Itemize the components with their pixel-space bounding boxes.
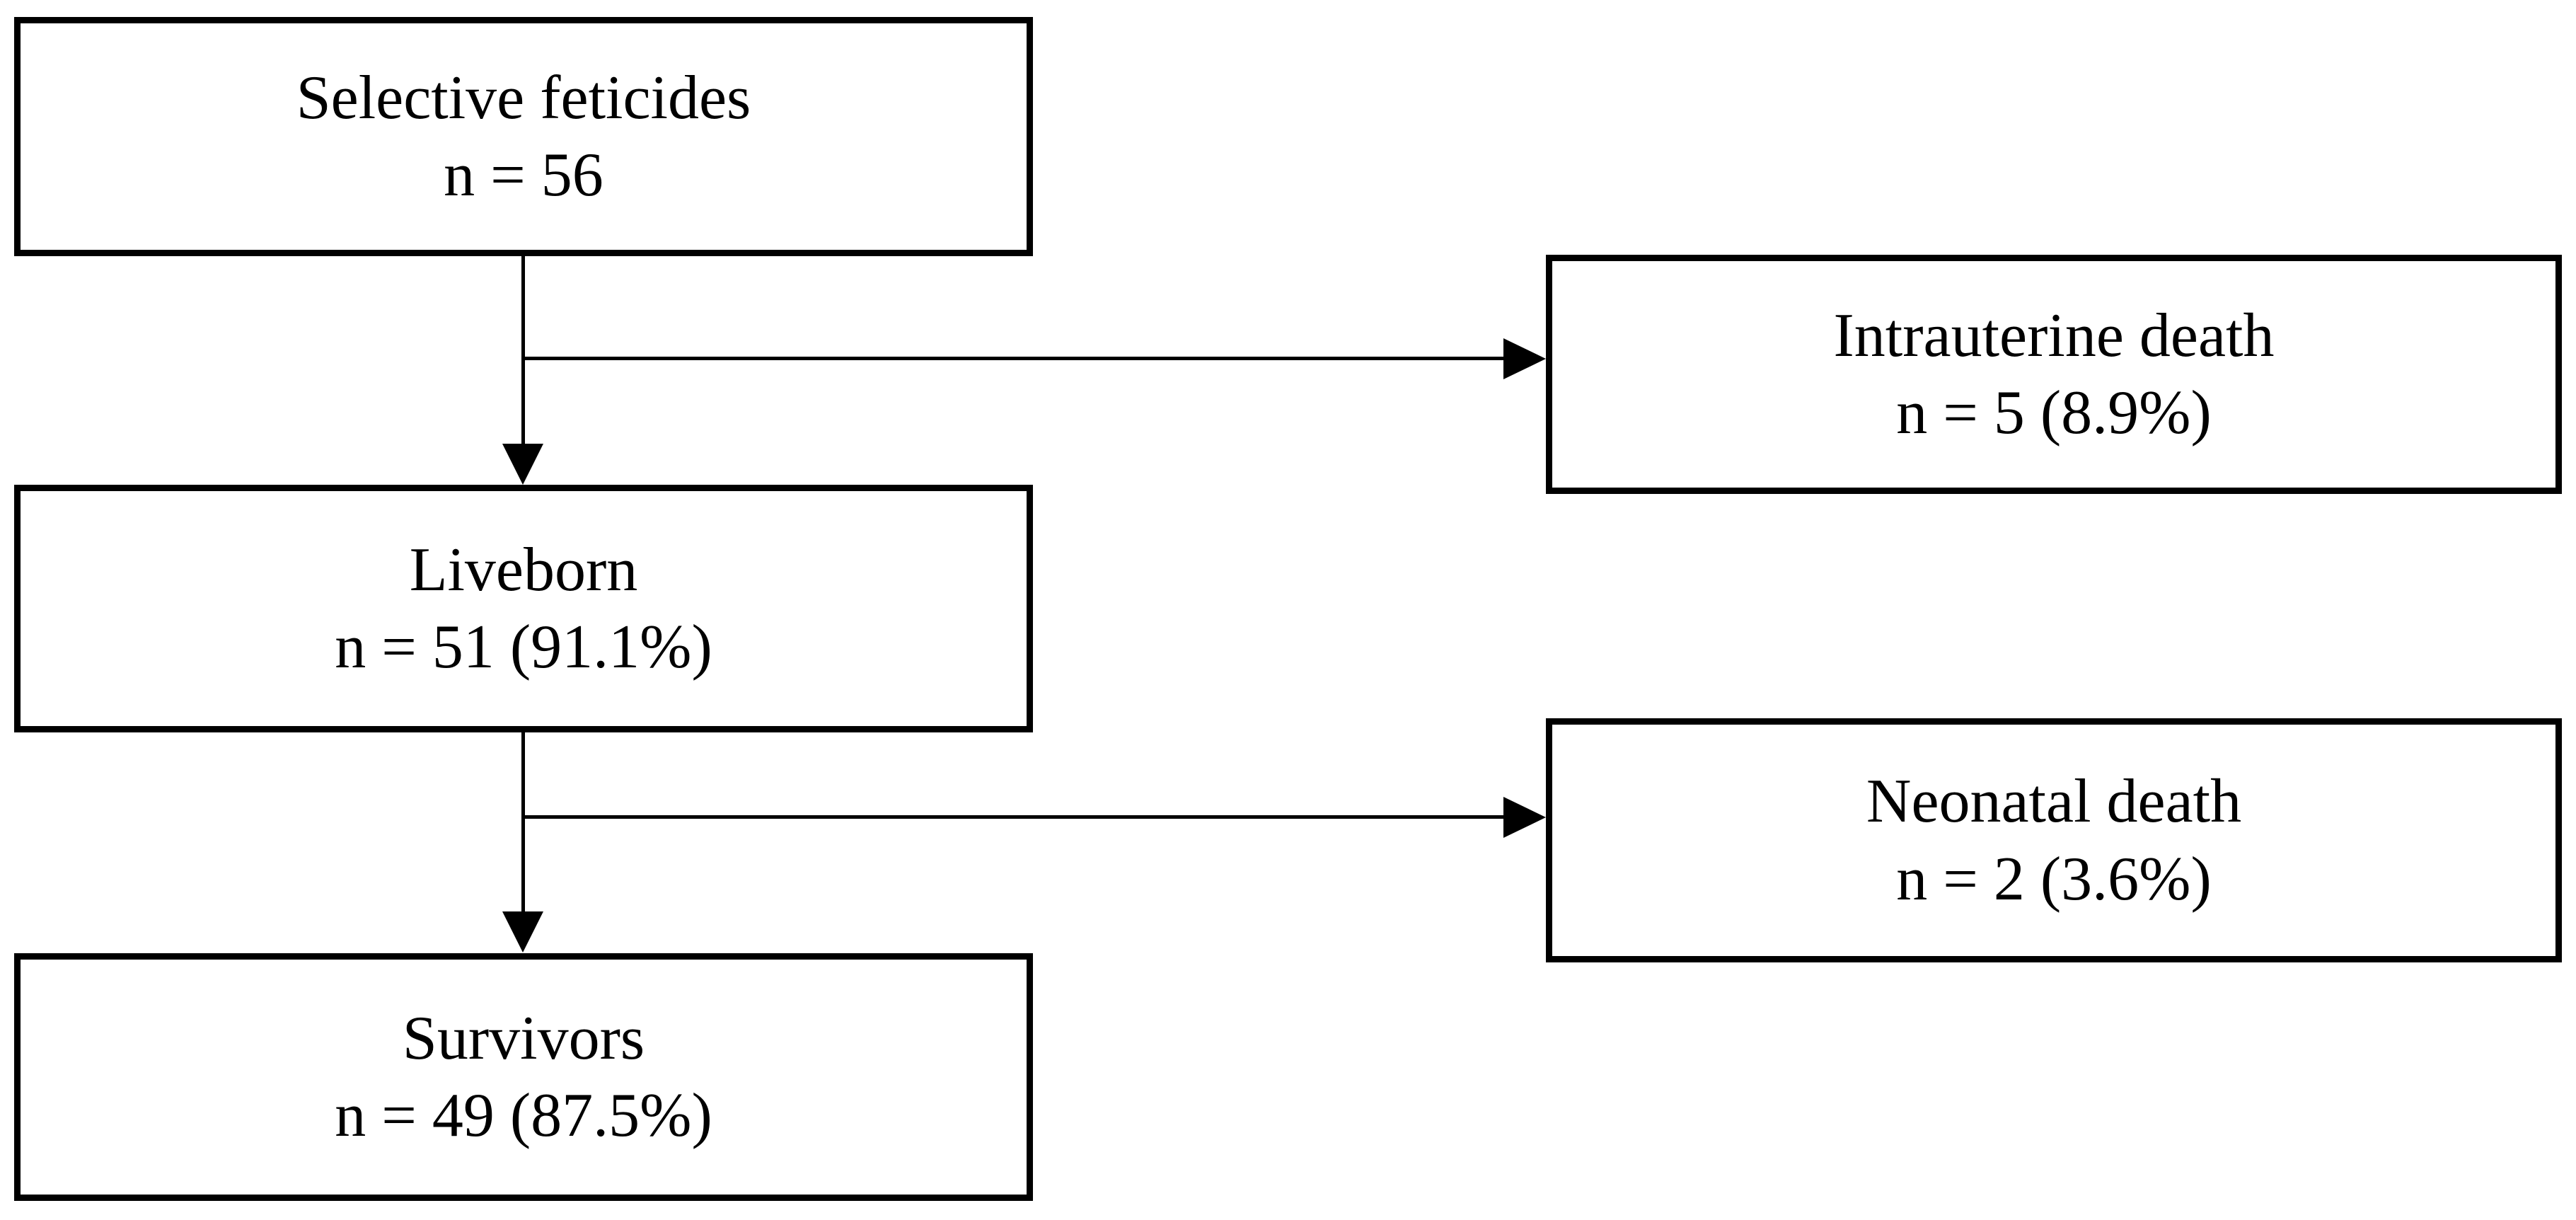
node-count: n = 5 (8.9%) bbox=[1896, 379, 2212, 447]
arrowhead-down-icon bbox=[502, 911, 543, 953]
node-selective-feticides: Selective feticides n = 56 bbox=[14, 17, 1033, 256]
node-intrauterine-death: Intrauterine death n = 5 (8.9%) bbox=[1546, 255, 2562, 494]
node-title: Survivors bbox=[402, 1003, 645, 1073]
connector-selective-to-liveborn bbox=[521, 256, 525, 445]
connector-selective-to-intrauterine bbox=[523, 357, 1503, 360]
node-title: Liveborn bbox=[409, 535, 638, 604]
node-count: n = 56 bbox=[444, 141, 603, 209]
arrowhead-right-icon bbox=[1503, 338, 1546, 379]
node-survivors: Survivors n = 49 (87.5%) bbox=[14, 953, 1033, 1201]
connector-liveborn-to-neonatal bbox=[523, 815, 1503, 819]
node-liveborn: Liveborn n = 51 (91.1%) bbox=[14, 485, 1033, 732]
node-count: n = 51 (91.1%) bbox=[335, 613, 712, 681]
node-title: Selective feticides bbox=[296, 63, 751, 132]
node-neonatal-death: Neonatal death n = 2 (3.6%) bbox=[1546, 718, 2562, 962]
arrowhead-down-icon bbox=[502, 444, 543, 485]
node-title: Neonatal death bbox=[1866, 767, 2242, 836]
connector-liveborn-to-survivors bbox=[521, 732, 525, 913]
arrowhead-right-icon bbox=[1503, 797, 1546, 838]
node-title: Intrauterine death bbox=[1833, 301, 2275, 370]
node-count: n = 49 (87.5%) bbox=[335, 1081, 712, 1150]
node-count: n = 2 (3.6%) bbox=[1896, 844, 2212, 914]
